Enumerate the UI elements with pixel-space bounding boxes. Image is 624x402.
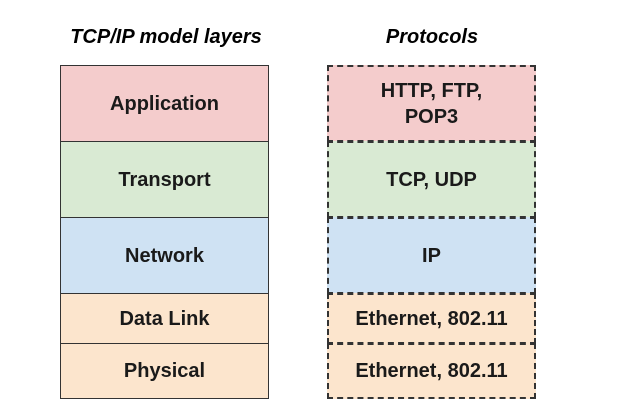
protocol-data-link: Ethernet, 802.11 <box>327 293 536 344</box>
layer-application: Application <box>60 65 269 142</box>
layer-transport: Transport <box>60 141 269 218</box>
layer-label: Data Link <box>119 307 210 330</box>
layer-label: Network <box>125 244 204 267</box>
layer-network: Network <box>60 217 269 294</box>
protocol-label: HTTP, FTP, POP3 <box>381 78 483 130</box>
layer-label: Transport <box>118 168 211 191</box>
protocol-transport: TCP, UDP <box>327 141 536 218</box>
layers-heading: TCP/IP model layers <box>70 26 262 48</box>
layer-data-link: Data Link <box>60 293 269 344</box>
protocol-label: TCP, UDP <box>386 168 477 191</box>
protocol-physical: Ethernet, 802.11 <box>327 343 536 399</box>
protocols-heading: Protocols <box>385 26 479 48</box>
protocol-line: POP3 <box>404 105 459 128</box>
layer-label: Physical <box>123 360 206 382</box>
protocol-label: IP <box>422 244 441 267</box>
protocol-label: Ethernet, 802.11 <box>355 360 508 382</box>
protocol-network: IP <box>327 217 536 294</box>
protocol-application: HTTP, FTP, POP3 <box>327 65 536 142</box>
protocol-label: Ethernet, 802.11 <box>355 307 508 330</box>
layer-physical: Physical <box>60 343 269 399</box>
protocol-line: HTTP, FTP, <box>380 79 483 102</box>
layer-label: Application <box>110 92 219 115</box>
